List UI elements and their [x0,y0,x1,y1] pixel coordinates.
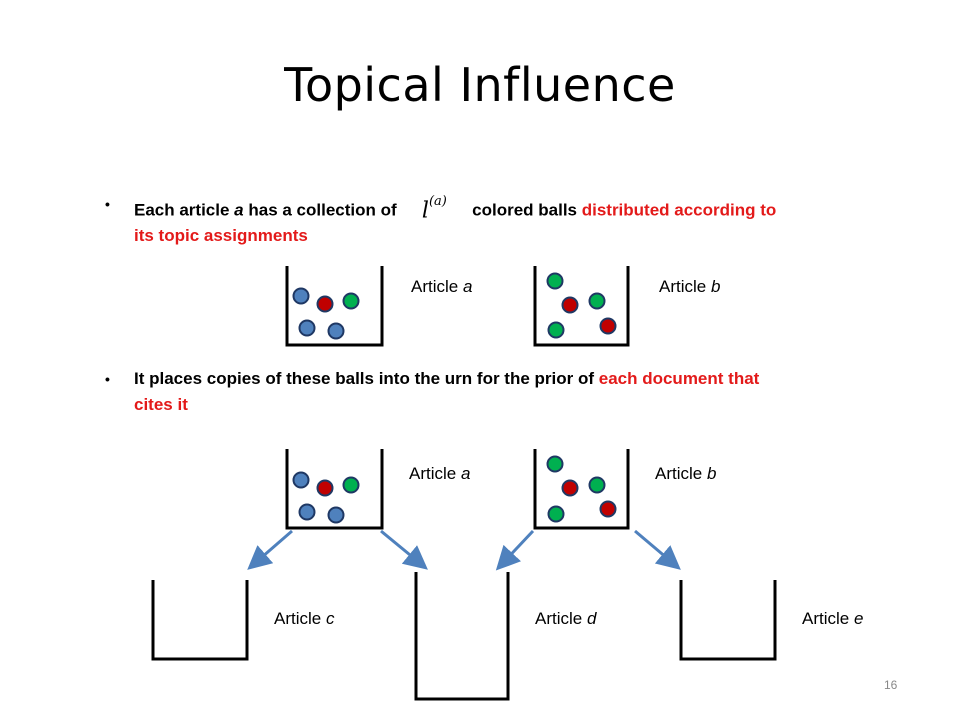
urn-article-b-top [533,266,630,347]
ball-green [546,272,564,290]
ball-green [588,476,606,494]
ball-blue [327,506,345,524]
math-l-a: l(a) [421,194,447,224]
page-number: 16 [884,678,898,692]
ball-green [588,292,606,310]
ball-green [342,476,360,494]
bullet-2-highlight: each document that cites it [134,369,760,414]
bullet-1-mid: has a collection of [243,200,402,220]
ball-blue [292,287,310,305]
ball-red [561,296,579,314]
label-article-c: Article c [274,609,335,628]
bullet-1-var: a [234,200,244,220]
label-article-b-middle: Article b [655,464,717,483]
bullet-1-highlight: distributed according to its topic assig… [134,200,777,246]
bullet-1-pre: Each article [134,200,235,220]
label-article-a-middle: Article a [409,464,471,483]
label-article-a-top: Article a [411,277,473,296]
slide-title: Topical Influence [284,58,676,112]
arrow-a-to-c [247,529,293,570]
urn-article-b-middle [533,449,630,530]
ball-green [547,321,565,339]
ball-red [599,317,617,335]
ball-blue [298,319,316,337]
urn-article-d [414,572,510,701]
bullet-2: • It places copies of these balls into t… [105,366,790,418]
bullet-1-post: colored balls [467,200,582,220]
arrow-a-to-d [380,529,428,570]
ball-red [561,479,579,497]
ball-blue [298,503,316,521]
bullet-dot: • [105,196,110,212]
ball-green [546,455,564,473]
label-article-b-top: Article b [659,277,721,296]
arrow-b-to-e [634,529,681,570]
ball-blue [292,471,310,489]
arrow-b-to-d [495,529,535,571]
urn-article-c [151,580,249,661]
ball-green [547,505,565,523]
urn-article-e [679,580,777,661]
bullet-2-pre: It places copies of these balls into the… [134,369,599,388]
ball-blue [327,322,345,340]
urn-article-a-middle [285,449,384,530]
ball-red [316,479,334,497]
label-article-d: Article d [535,609,597,628]
bullet-1: • Each article a has a collection of l(a… [105,191,790,249]
ball-red [316,295,334,313]
label-article-e: Article e [802,609,864,628]
urn-article-a-top [285,266,384,347]
ball-green [342,292,360,310]
bullet-dot: • [105,371,110,387]
ball-red [599,500,617,518]
